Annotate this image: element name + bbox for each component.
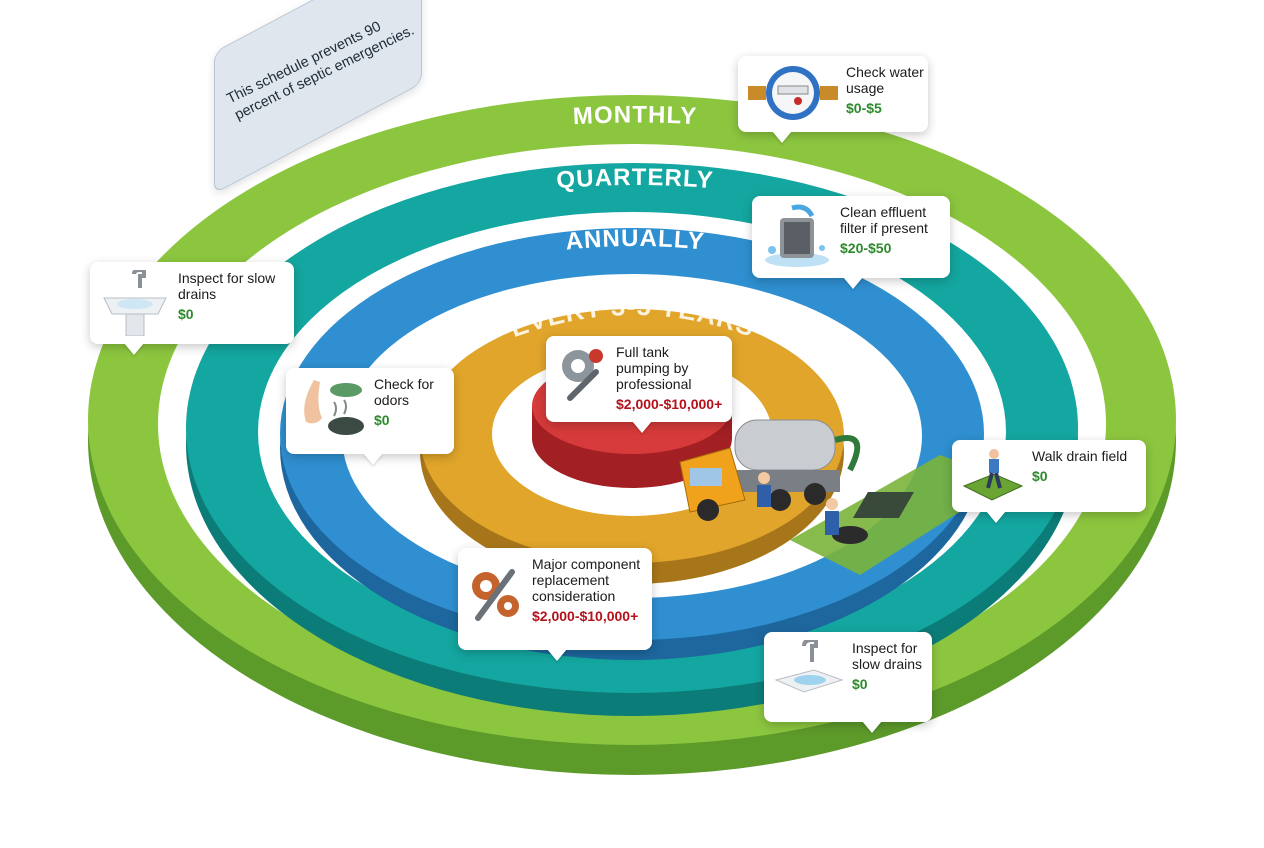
task-cost: $2,000-$10,000+ [616, 396, 723, 412]
callout-full-tank-pumping: Full tank pumping by professional $2,000… [546, 336, 732, 422]
task-title: Inspect for slow drains [852, 640, 923, 672]
task-title: Clean effluent filter if present [840, 204, 928, 236]
task-title: Inspect for slow drains [178, 270, 276, 302]
drain-field-lid [852, 492, 914, 518]
callout-check-water-usage: Check water usage $0-$5 [738, 56, 928, 132]
sink-icon [103, 270, 167, 336]
task-cost: $0 [374, 412, 390, 428]
ring-label-annually: ANNUALLY [564, 225, 706, 256]
gear-wrench-icon [562, 349, 603, 401]
task-title: Walk drain field [1032, 448, 1128, 464]
callout-check-for-odors: Check for odors $0 [286, 368, 454, 454]
person-walking-icon [962, 449, 1024, 501]
manhole-icon [832, 526, 868, 544]
task-cost: $0-$5 [846, 100, 882, 116]
callout-inspect-slow-drains-left: Inspect for slow drains $0 [90, 262, 294, 344]
worker-icon [757, 472, 839, 535]
task-title: Check water usage [846, 64, 924, 96]
task-cost: $0 [178, 306, 194, 322]
callout-major-component-replacement: Major component replacement consideratio… [458, 548, 652, 650]
task-cost: $20-$50 [840, 240, 892, 256]
ring-label-monthly: MONTHLY [572, 101, 697, 130]
callout-inspect-slow-drains-right: Inspect for slow drains $0 [764, 632, 932, 722]
ring-label-quarterly: QUARTERLY [555, 164, 714, 194]
nose-icon [304, 380, 364, 435]
task-cost: $2,000-$10,000+ [532, 608, 639, 624]
task-cost: $0 [1032, 468, 1048, 484]
callout-clean-effluent-filter: Clean effluent filter if present $20-$50 [752, 196, 950, 278]
task-title: Check for odors [374, 376, 434, 408]
task-title: Full tank pumping by professional [616, 344, 692, 392]
task-cost: $0 [852, 676, 868, 692]
filter-icon [765, 204, 829, 267]
water-meter-icon [748, 66, 838, 120]
task-title: Major component replacement consideratio… [532, 556, 641, 604]
callout-walk-drain-field: Walk drain field $0 [952, 440, 1146, 512]
gears-wrench-icon [472, 569, 519, 621]
pump-truck-icon [679, 419, 861, 521]
sink-icon [774, 640, 844, 693]
